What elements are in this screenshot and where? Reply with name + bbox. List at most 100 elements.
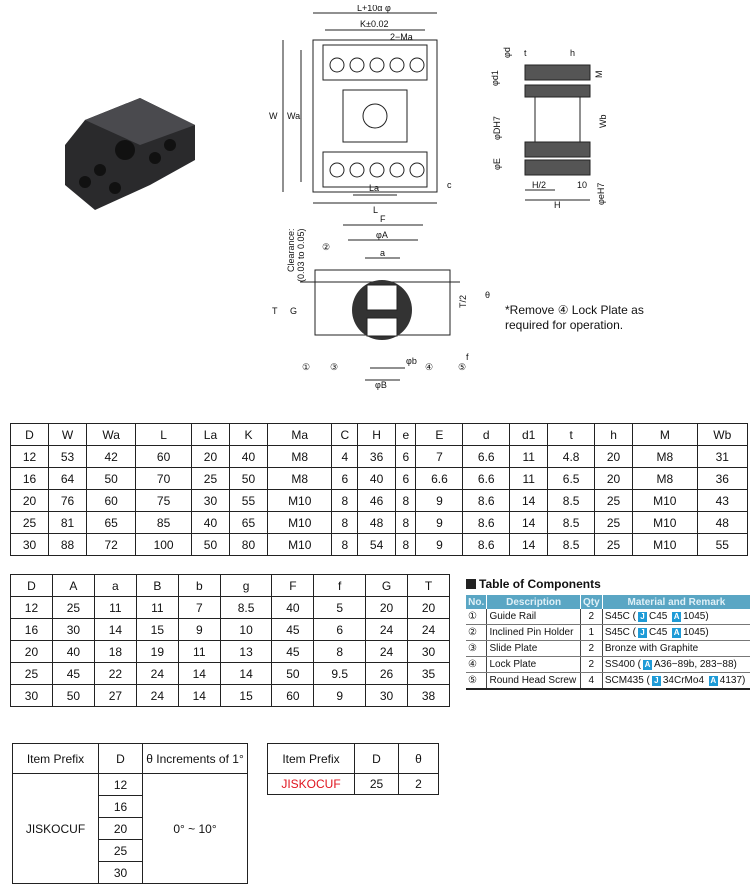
table-cell: 7 bbox=[415, 445, 464, 468]
equivalent-material: C45 bbox=[648, 627, 668, 638]
ordering-example-table: Item Prefix D θ JISKOCUF 25 2 bbox=[267, 743, 439, 795]
table-cell: 36 bbox=[357, 445, 397, 468]
table-cell: 30 bbox=[51, 618, 95, 641]
table-cell: 14 bbox=[509, 511, 549, 534]
table-cell: 38 bbox=[407, 684, 450, 707]
callout-3: ③ bbox=[330, 362, 338, 372]
table-cell: 14 bbox=[509, 533, 549, 556]
table-cell: 55 bbox=[696, 533, 749, 556]
header-d: D bbox=[354, 743, 399, 774]
callout-1: ① bbox=[302, 362, 310, 372]
dim-T: T bbox=[272, 306, 278, 316]
table-cell: 8.5 bbox=[547, 511, 596, 534]
table-cell: 50 bbox=[228, 467, 269, 490]
table-cell: 65 bbox=[228, 511, 269, 534]
components-title: Table of Components bbox=[466, 577, 601, 591]
table-cell: 50 bbox=[51, 684, 95, 707]
table-cell: 14 bbox=[177, 662, 221, 685]
example-theta: 2 bbox=[398, 773, 439, 795]
dim-G: G bbox=[290, 306, 297, 316]
table-cell: 11 bbox=[177, 640, 221, 663]
column-header: Wa bbox=[86, 423, 137, 446]
column-header: E bbox=[415, 423, 464, 446]
clearance-label: Clearance: bbox=[286, 228, 296, 272]
top-view-drawing: L+10α φ K±0.02 2−Ma W Wa La L c bbox=[269, 5, 452, 215]
column-header: e bbox=[395, 423, 417, 446]
item-prefix-value: JISKOCUF bbox=[12, 773, 99, 884]
table-cell: 55 bbox=[228, 489, 269, 512]
dim-ma: 2−Ma bbox=[390, 32, 413, 42]
table-cell: 6 bbox=[331, 467, 359, 490]
table-cell: M8 bbox=[266, 467, 333, 490]
component-description: Guide Rail bbox=[486, 609, 581, 625]
component-qty: 1 bbox=[580, 624, 603, 641]
dim-wb: Wb bbox=[598, 115, 608, 129]
table-cell: 9 bbox=[415, 489, 464, 512]
equivalent-material: 4137) bbox=[719, 675, 746, 686]
table-cell: 25 bbox=[594, 533, 634, 556]
table-cell: 50 bbox=[271, 662, 315, 685]
dim-a: a bbox=[380, 248, 385, 258]
dim-c: c bbox=[447, 180, 452, 190]
component-qty: 2 bbox=[580, 640, 603, 657]
table-cell: 8 bbox=[313, 640, 367, 663]
component-no: ⑤ bbox=[466, 672, 488, 690]
equivalent-material: A36−89b, 283−88) bbox=[654, 659, 737, 670]
table-cell: 8.6 bbox=[462, 511, 511, 534]
table-cell: 6 bbox=[313, 618, 367, 641]
table-cell: 22 bbox=[93, 662, 137, 685]
table-cell: 50 bbox=[190, 533, 230, 556]
material: S45C bbox=[604, 611, 630, 622]
table-cell: 8 bbox=[331, 533, 359, 556]
table-cell: 8.5 bbox=[219, 596, 273, 619]
table-cell: 75 bbox=[135, 489, 192, 512]
dim-h: h bbox=[570, 48, 575, 58]
material: S45C bbox=[604, 627, 630, 638]
standard-badge-icon: J bbox=[637, 612, 647, 622]
table-cell: 20 bbox=[190, 445, 230, 468]
col-no: No. bbox=[466, 595, 488, 609]
table-cell: M10 bbox=[632, 511, 698, 534]
table-cell: 20 bbox=[9, 489, 50, 512]
d-value: 30 bbox=[98, 861, 143, 884]
table-cell: 14 bbox=[219, 662, 273, 685]
table-cell: 11 bbox=[509, 445, 549, 468]
table-cell: 42 bbox=[86, 445, 137, 468]
table-cell: 25 bbox=[594, 511, 634, 534]
component-material: Bronze with Graphite bbox=[602, 640, 750, 657]
table-cell: 45 bbox=[271, 618, 315, 641]
dim-d1: φd1 bbox=[490, 70, 500, 86]
column-header: t bbox=[547, 423, 596, 446]
table-cell: 30 bbox=[9, 533, 50, 556]
column-header: g bbox=[219, 574, 273, 597]
column-header: W bbox=[48, 423, 88, 446]
dim-10: 10 bbox=[577, 180, 587, 190]
table-cell: 24 bbox=[365, 618, 409, 641]
component-qty: 2 bbox=[580, 656, 603, 673]
dim-eh7: φeH7 bbox=[596, 183, 606, 205]
standard-badge-icon: A bbox=[708, 676, 718, 686]
table-cell: M10 bbox=[266, 511, 333, 534]
table-cell: 72 bbox=[86, 533, 137, 556]
table-cell: 31 bbox=[696, 445, 749, 468]
header-d: D bbox=[98, 743, 143, 774]
table-cell: 35 bbox=[407, 662, 450, 685]
table-cell: 12 bbox=[9, 445, 50, 468]
components-table: No. Description Qty Material and Remark … bbox=[466, 595, 750, 690]
table-cell: 10 bbox=[219, 618, 273, 641]
table-cell: 40 bbox=[228, 445, 269, 468]
table-cell: 25 bbox=[594, 489, 634, 512]
table-cell: M8 bbox=[266, 445, 333, 468]
table-cell: 45 bbox=[51, 662, 95, 685]
column-header: L bbox=[135, 423, 192, 446]
table-cell: 20 bbox=[594, 445, 634, 468]
callout-5: ⑤ bbox=[458, 362, 466, 372]
table-cell: 20 bbox=[594, 467, 634, 490]
material: Bronze with Graphite bbox=[604, 643, 699, 654]
